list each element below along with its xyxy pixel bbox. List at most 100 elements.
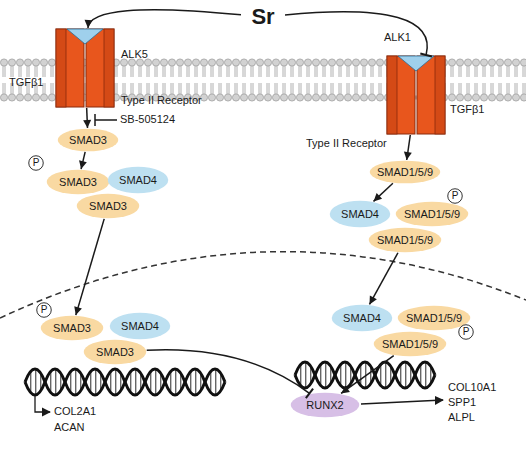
gene-label: COL10A1 [448,381,496,394]
dna-strand [25,369,225,395]
receptor-label: TGFβ1 [450,103,484,116]
node-text: SMAD1/5/9 [406,313,462,324]
receptor-label: Type II Receptor [121,94,202,107]
phospho-tag: P [447,188,463,204]
ion-label: Sr [241,2,285,32]
receptor-label: ALK1 [384,31,411,44]
node-text: Sr [251,6,274,28]
smad-protein: SMAD1/5/9 [373,331,447,357]
connector-line [374,183,393,201]
receptor-shape [55,28,115,108]
ellipse-outline [396,202,469,227]
ellipse-outline [374,332,447,357]
transcription-arrow [35,396,50,412]
smad-protein: SMAD4 [109,312,171,340]
connector-line [76,219,104,315]
receptor-label: Type II Receptor [306,137,387,150]
connector-line [285,12,427,55]
node-text: SMAD1/5/9 [377,167,433,178]
ellipse-outline [332,305,393,332]
signal-connector [147,350,313,398]
smad-protein: SMAD3 [76,193,140,219]
node-text: SMAD1/5/9 [377,235,433,246]
dna-strand [295,362,435,388]
smad-protein: SMAD3 [83,339,147,365]
node-text: SMAD1/5/9 [404,209,460,220]
node-text: P [41,305,48,315]
ellipse-outline [369,228,442,253]
node-text: P [463,327,470,337]
phospho-tag: P [458,324,474,340]
ellipse-outline [330,201,391,228]
signal-connector [74,219,104,315]
receptor-label: ALK5 [121,48,148,61]
ellipse-outline [84,340,147,365]
transcription-factor: RUNX2 [290,392,360,418]
receptor-label: TGFβ1 [9,76,43,89]
ellipse-outline [108,167,169,194]
ellipse-outline [47,170,110,195]
node-text: SMAD3 [69,135,107,146]
node-text: SMAD1/5/9 [382,339,438,350]
ellipse-outline [41,316,104,341]
ellipse-outline [58,129,119,152]
smad-protein: SMAD3 [40,315,104,341]
arrow-head [404,152,412,160]
gene-label: ACAN [54,421,85,434]
node-text: SMAD3 [59,177,97,188]
receptor-complex: ALK5TGFβ1Type II Receptor [55,28,115,108]
smad-protein: SMAD1/5/9 [395,201,469,227]
signal-connector [341,356,394,394]
smad-protein: SMAD1/5/9 [369,160,441,184]
signal-connector [369,253,397,305]
signal-connector [374,183,393,201]
ellipse-outline [370,161,441,184]
ellipse-outline [77,194,140,219]
signal-connector [404,135,412,160]
inhibitor-bar [95,114,117,126]
receptor-shape [386,55,446,135]
arrow-head [341,386,350,394]
connector-line [88,10,241,28]
gene-label: COL2A1 [54,405,96,418]
smad-protein: SMAD4 [107,166,169,194]
connector-line [341,356,394,394]
arrow-head [83,120,91,128]
smad-protein: SMAD1/5/9 [397,305,471,331]
connector-line [407,135,411,160]
node-text: RUNX2 [306,400,343,411]
transcription-arrow [361,400,443,404]
ellipse-outline [29,156,44,171]
node-text: SMAD4 [343,313,381,324]
node-text: P [33,158,40,168]
node-text: SMAD3 [96,347,134,358]
signal-connector [83,108,91,128]
smad-protein: SMAD1/5/9 [368,227,442,253]
dna-rungs [25,369,225,395]
arrow-head [79,160,87,169]
smad-protein: SMAD4 [331,304,393,332]
ellipse-outline [398,306,471,331]
dna-strand [295,362,435,388]
ellipse-outline [291,393,360,418]
connector-line [86,108,88,128]
smad-protein: SMAD4 [329,200,391,228]
ellipse-outline [459,325,474,340]
ellipse-outline [110,313,171,340]
node-text: SMAD4 [119,175,157,186]
ellipse-outline [448,189,463,204]
smad-protein: SMAD3 [46,169,110,195]
ellipse-outline [37,303,52,318]
phospho-tag: P [28,155,44,171]
connector-line [147,350,310,394]
node-text: P [452,191,459,201]
arrow-head [374,193,383,201]
phospho-tag: P [36,302,52,318]
gene-label: SPP1 [448,396,476,409]
signal-connector [79,152,87,169]
connector-line [369,253,397,305]
inhibitor-label: SB-505124 [120,113,175,126]
dna-strand [25,369,225,395]
gene-label: ALPL [448,411,475,424]
